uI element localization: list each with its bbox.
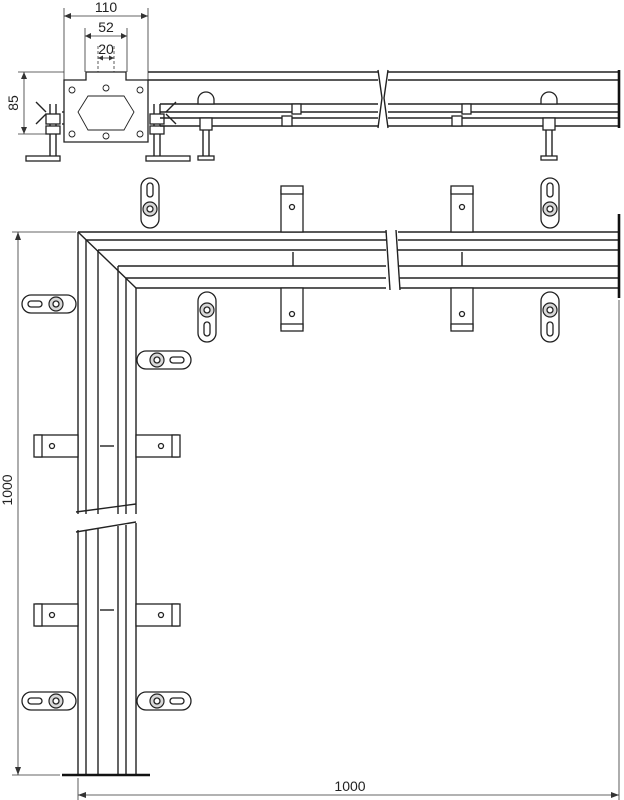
bracket-left-2 [33,434,79,458]
bracket-right-4 [136,691,192,711]
top-dimensions: 110 52 20 85 [5,0,149,135]
bracket-top-2 [280,185,304,233]
vertical-channel [62,232,150,777]
rail-clip [461,103,472,115]
bracket-top-1 [140,177,160,229]
dim-label-85: 85 [5,95,21,111]
bracket-bottom-2 [280,287,304,332]
right-leveling-foot [145,101,191,162]
plan-view [21,177,621,777]
dim-label-20: 20 [98,41,114,57]
rail-clip [291,103,302,115]
dim-label-110: 110 [95,0,118,15]
rail-clip [281,115,293,127]
plan-dimensions: 1000 1000 [0,231,620,800]
bracket-right-3 [135,603,181,627]
left-leveling-foot [25,101,64,162]
horizontal-channel [77,214,621,298]
bracket-bottom-1 [197,291,217,343]
bracket-bottom-3 [450,287,474,332]
bracket-bottom-4 [540,291,560,343]
side-rail [148,69,621,129]
dim-label-52: 52 [98,19,114,35]
bracket-left-4 [21,691,77,711]
rail-foot [540,91,558,161]
bracket-top-3 [450,185,474,233]
bracket-left-1 [21,294,77,314]
dim-label-vertical-1000: 1000 [0,474,15,505]
dim-label-horizontal-1000: 1000 [334,778,365,794]
bracket-right-1 [136,350,192,370]
bracket-right-2 [135,434,181,458]
bracket-top-4 [540,177,560,229]
rail-clip [451,115,463,127]
side-view [25,69,621,162]
rail-foot [197,91,215,161]
bracket-left-3 [33,603,79,627]
